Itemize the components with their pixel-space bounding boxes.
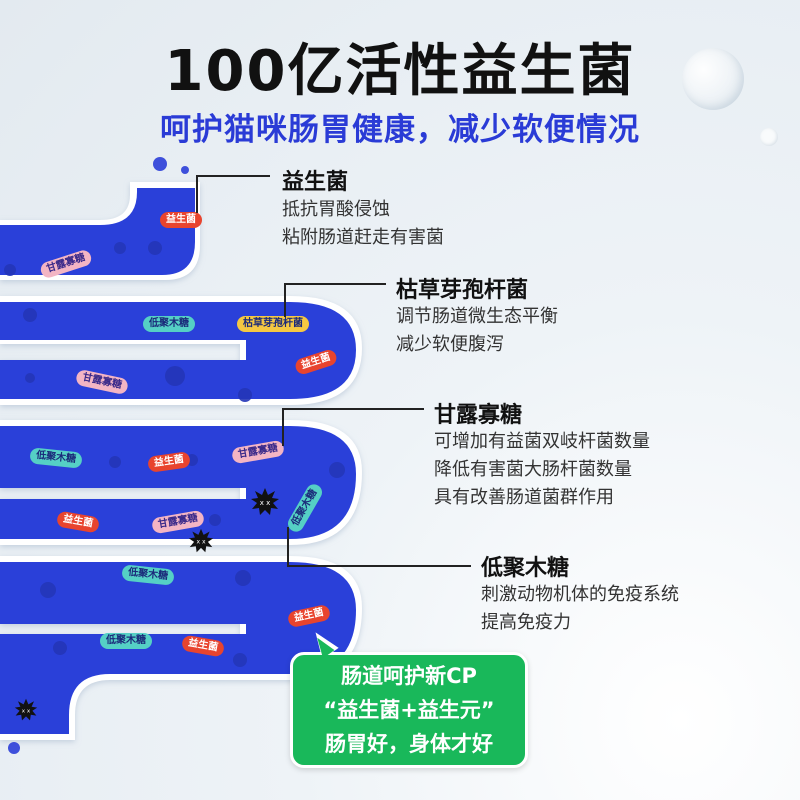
harmful-bacteria-icon: x x: [14, 698, 38, 721]
intestine-dots: [4, 157, 345, 754]
label-mannan-title: 甘露寡糖: [434, 403, 523, 428]
label-xylo-desc: 刺激动物机体的免疫系统 提高免疫力: [481, 581, 679, 637]
leader-line: [287, 565, 471, 567]
leader-line: [284, 283, 286, 317]
pill-subtilis: 枯草芽孢杆菌: [237, 316, 309, 332]
svg-text:x x: x x: [260, 499, 271, 507]
harmful-bacteria-icon: x x: [251, 488, 279, 515]
label-xylo-title: 低聚木糖: [481, 556, 570, 581]
desc-line: 减少软便腹泻: [396, 334, 504, 355]
cp-line-3: 肠胃好，身体才好: [325, 732, 493, 756]
leader-line: [196, 175, 198, 213]
harmful-bacteria-icon: x x: [188, 528, 214, 553]
pill-xylo: 低聚木糖: [143, 316, 195, 332]
label-probiotic-desc: 抵抗胃酸侵蚀 粘附肠道赶走有害菌: [282, 196, 444, 252]
leader-line: [282, 408, 424, 410]
page-title: 100亿活性益生菌: [164, 39, 636, 104]
label-subtilis-title: 枯草芽孢杆菌: [396, 278, 529, 303]
label-mannan-desc: 可增加有益菌双岐杆菌数量 降低有害菌大肠杆菌数量 具有改善肠道菌群作用: [434, 428, 650, 512]
svg-text:x x: x x: [196, 539, 206, 546]
svg-text:x x: x x: [22, 708, 31, 714]
cp-callout-box: 肠道呵护新CP “益生菌+益生元” 肠胃好，身体才好: [290, 652, 528, 768]
bubble-decoration: [682, 48, 744, 110]
pill-xylo: 低聚木糖: [100, 633, 152, 649]
desc-line: 粘附肠道赶走有害菌: [282, 227, 444, 248]
pill-probiotic: 益生菌: [160, 212, 202, 228]
cp-line-1: 肠道呵护新CP: [341, 664, 477, 688]
leader-line: [282, 408, 284, 446]
leader-line: [284, 283, 386, 285]
leader-line: [287, 527, 289, 567]
label-probiotic-title: 益生菌: [282, 170, 349, 195]
desc-line: 调节肠道微生态平衡: [396, 306, 558, 327]
desc-line: 刺激动物机体的免疫系统: [481, 584, 679, 605]
desc-line: 提高免疫力: [481, 612, 571, 633]
desc-line: 抵抗胃酸侵蚀: [282, 199, 390, 220]
cp-line-2: “益生菌+益生元”: [323, 698, 495, 722]
bubble-decoration-small: [760, 128, 778, 146]
desc-line: 降低有害菌大肠杆菌数量: [434, 459, 632, 480]
label-subtilis-desc: 调节肠道微生态平衡 减少软便腹泻: [396, 303, 558, 359]
leader-line: [196, 175, 270, 177]
desc-line: 具有改善肠道菌群作用: [434, 487, 614, 508]
page-subtitle: 呵护猫咪肠胃健康，减少软便情况: [160, 112, 640, 148]
desc-line: 可增加有益菌双岐杆菌数量: [434, 431, 650, 452]
